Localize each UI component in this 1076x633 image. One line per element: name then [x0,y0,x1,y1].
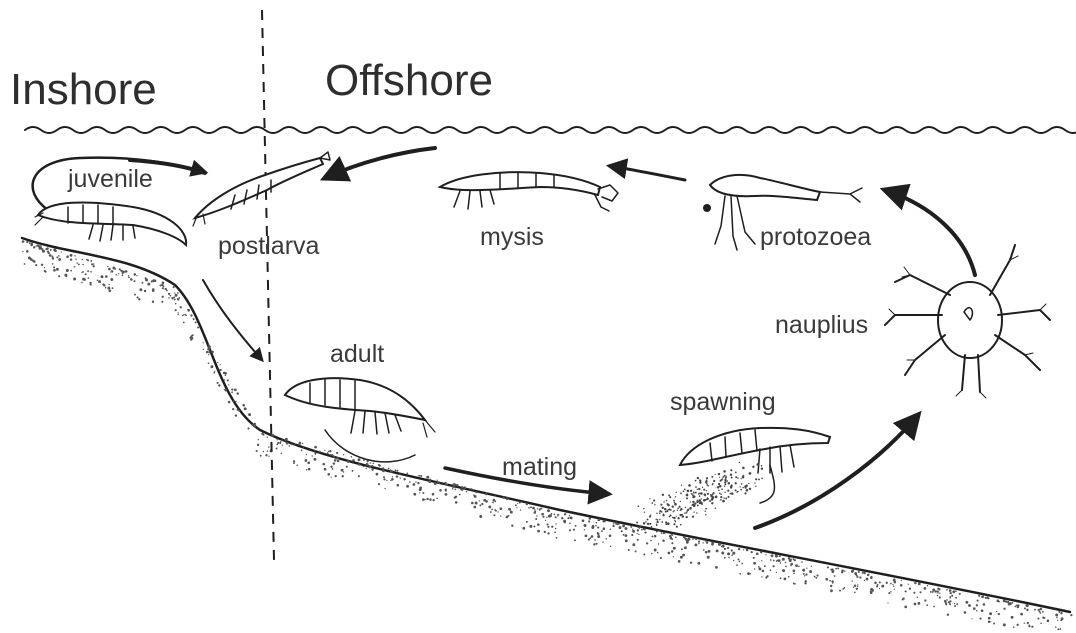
inshore-title: Inshore [10,65,157,114]
nauplius-icon [885,245,1050,398]
inshore-offshore-divider [262,10,274,560]
water-surface-line [25,127,1076,133]
arrow-mysis-to-postlarva [325,148,435,178]
spawning-shrimp-icon [680,428,830,503]
arrow-nauplius-to-protozoea [885,190,975,275]
sea-floor [22,238,1073,630]
postlarva-label: postlarva [218,232,320,260]
spawning-label: spawning [670,388,776,416]
arrow-postlarva-to-adult [203,280,262,360]
mating-label: mating [502,453,577,481]
egg-cloud-icon [636,462,763,534]
mysis-label: mysis [480,223,544,251]
sea-floor-line [22,238,1070,612]
juvenile-label: juvenile [67,165,153,193]
sediment-stipple [22,240,1073,630]
offshore-title: Offshore [325,56,493,105]
nauplius-label: nauplius [775,311,868,339]
adult-label: adult [330,340,384,368]
mysis-icon [440,172,618,211]
postlarva-icon [193,152,330,226]
arrow-protozoea-to-mysis [610,166,685,180]
juvenile-shrimp-icon [35,202,186,245]
protozoea-label: protozoea [760,223,871,251]
